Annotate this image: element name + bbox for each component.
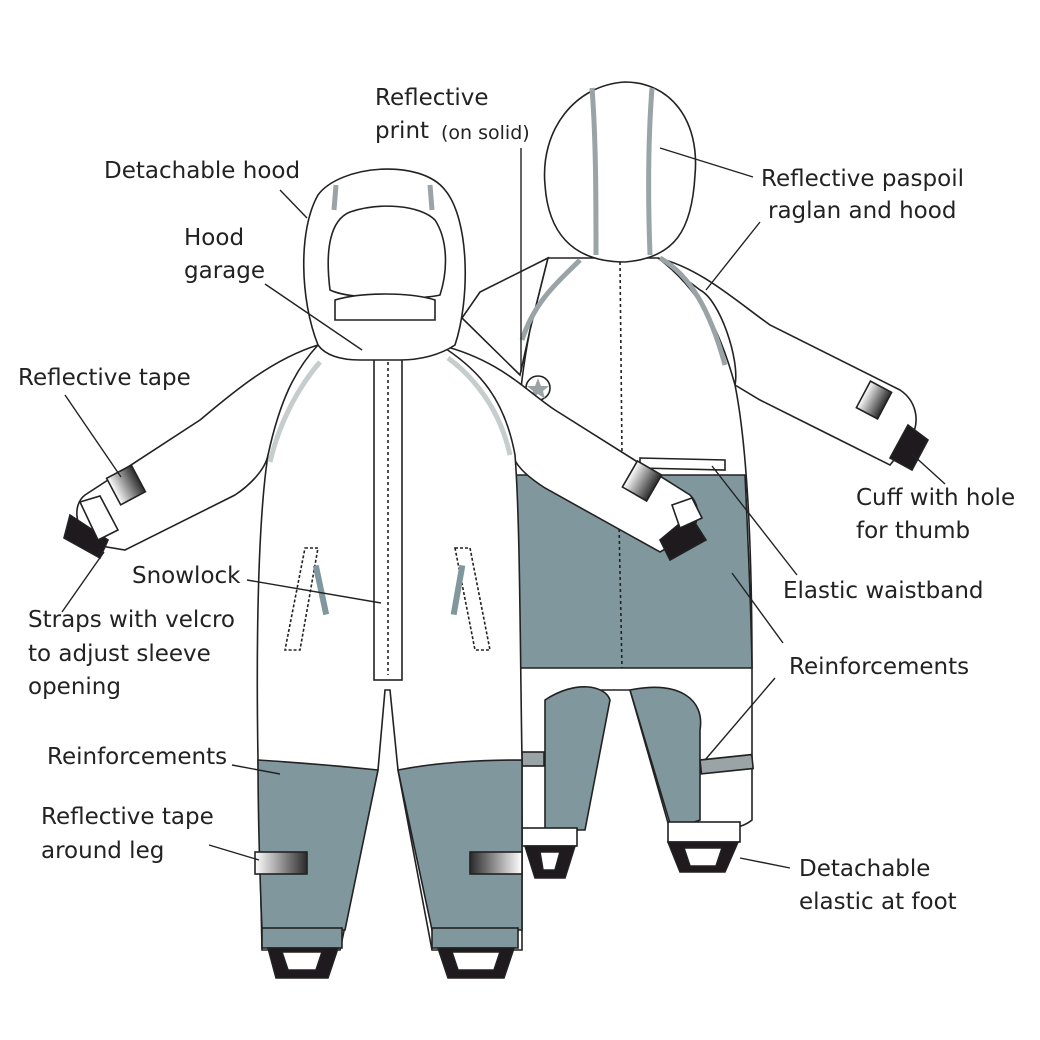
back-hood — [543, 81, 697, 263]
back-leg-tape-left — [521, 751, 545, 767]
label-straps-velcro-line3: opening — [28, 674, 121, 700]
front-hood-opening — [327, 205, 447, 300]
back-right-sleeve — [657, 257, 917, 467]
label-hood-garage-line1: Hood — [184, 225, 245, 251]
leader-elastic-waistband — [711, 465, 798, 576]
front-hood-paspoil-left — [331, 184, 339, 211]
label-detachable-hood: Detachable hood — [104, 158, 301, 184]
front-hood-garage — [334, 293, 436, 321]
label-snowlock: Snowlock — [132, 563, 241, 589]
label-reflective-tape: Reflective tape — [18, 365, 191, 391]
front-velcro-strap-left — [78, 495, 120, 542]
leader-detachable-hood — [279, 189, 308, 219]
front-right-leg-reinforcement — [397, 759, 523, 931]
label-reflective-print-note: (on solid) — [441, 122, 530, 144]
leader-reflective-paspoil — [659, 147, 754, 178]
back-sleeve-tape — [855, 380, 893, 420]
leader-hood-garage — [264, 283, 363, 351]
front-pocket-left — [284, 547, 319, 651]
front-leg-tape-left — [254, 851, 308, 875]
back-center-seam — [619, 261, 623, 456]
leader-reflective-tape — [64, 394, 122, 478]
leader-straps-velcro — [61, 551, 105, 613]
back-left-knee-reinforcement — [544, 686, 611, 831]
label-reinforcements-right: Reinforcements — [789, 654, 970, 680]
front-pocket-right — [454, 547, 491, 651]
label-reflective-paspoil-line1: Reflective paspoil — [761, 166, 964, 192]
leader-cuff-thumb — [911, 453, 946, 485]
label-reflective-paspoil-line2: raglan and hood — [768, 198, 957, 224]
front-leg-tape-right — [469, 851, 523, 875]
front-left-sleeve — [76, 343, 320, 551]
leader-raglan — [705, 221, 761, 291]
label-detachable-elastic-line2: elastic at foot — [799, 889, 957, 915]
label-reflective-tape-leg-line1: Reflective tape — [41, 804, 214, 830]
label-straps-velcro-line2: to adjust sleeve — [28, 641, 211, 667]
label-cuff-thumb-line2: for thumb — [856, 518, 971, 544]
front-sleeve-tape-left — [105, 464, 147, 506]
leader-reinforcements-right-lower — [704, 677, 776, 761]
label-cuff-thumb-line1: Cuff with hole — [856, 485, 1016, 511]
front-raglan-right — [446, 355, 513, 456]
leader-lines — [61, 147, 946, 869]
label-reflective-print-line1: Reflective — [375, 85, 489, 111]
front-view-suit — [63, 168, 708, 979]
leader-detachable-elastic — [739, 857, 791, 869]
leader-reflective-tape-leg — [208, 844, 260, 861]
back-view-suit — [460, 81, 930, 879]
front-raglan-left — [267, 360, 322, 463]
back-right-knee-reinforcement — [628, 686, 702, 832]
front-sleeve-tape-right — [621, 459, 663, 503]
back-raglan-paspoil-right — [658, 255, 728, 366]
back-hood-paspoil-right — [646, 87, 655, 256]
front-left-leg-reinforcement — [257, 759, 379, 931]
label-hood-garage-line2: garage — [184, 258, 265, 284]
front-hood-paspoil-right — [427, 184, 435, 211]
front-velcro-strap-right — [670, 497, 704, 530]
label-detachable-elastic-line1: Detachable — [799, 856, 931, 882]
leader-reinforcements-left — [231, 764, 281, 775]
back-cuff-thumb — [888, 423, 930, 472]
front-cuff-right — [659, 513, 708, 562]
label-straps-velcro-line1: Straps with velcro — [28, 607, 235, 633]
label-reflective-print-line2: print — [375, 118, 430, 144]
back-hood-paspoil-left — [589, 87, 599, 256]
back-raglan-paspoil-left — [519, 258, 582, 341]
label-reinforcements-left: Reinforcements — [47, 744, 228, 770]
label-reflective-tape-leg-line2: around leg — [41, 838, 165, 864]
leader-snowlock — [246, 579, 382, 604]
label-elastic-waistband: Elastic waistband — [783, 578, 984, 604]
leader-reinforcements-right-upper — [731, 572, 784, 644]
back-leg-tape-right — [699, 753, 755, 775]
